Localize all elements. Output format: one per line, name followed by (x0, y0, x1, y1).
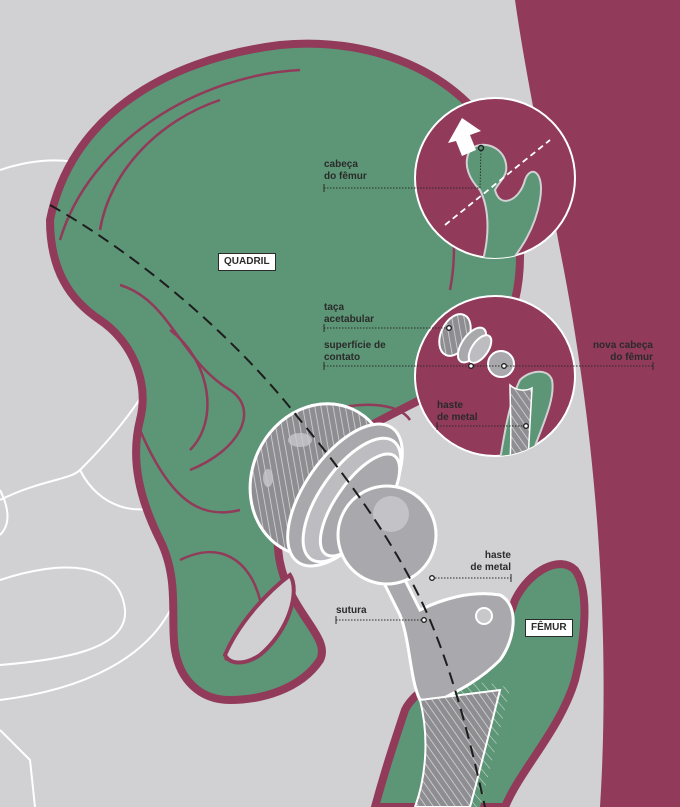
incision-line (49, 204, 486, 807)
leader-lines (324, 149, 653, 621)
metal-stem (378, 557, 515, 807)
label-nova-cabeca: nova cabeça do fêmur (592, 340, 653, 363)
prosthetic-head (336, 484, 438, 586)
label-quadril: QUADRIL (218, 253, 276, 271)
leader-dots (421, 325, 529, 623)
label-sutura: sutura (336, 605, 367, 616)
label-superficie-contato: superfície de contato (324, 340, 386, 363)
pelvis-shape (45, 39, 524, 705)
label-haste-inset: haste de metal (437, 400, 478, 423)
leader-ticks (323, 184, 654, 624)
label-femur: FÊMUR (525, 619, 573, 637)
label-taca-acetabular: taça acetabular (324, 302, 375, 325)
inset-prosthesis (414, 295, 576, 457)
inset-removal (414, 97, 576, 259)
label-cabeca-femur: cabeça do fêmur (324, 159, 367, 182)
label-haste-main: haste de metal (470, 550, 511, 573)
